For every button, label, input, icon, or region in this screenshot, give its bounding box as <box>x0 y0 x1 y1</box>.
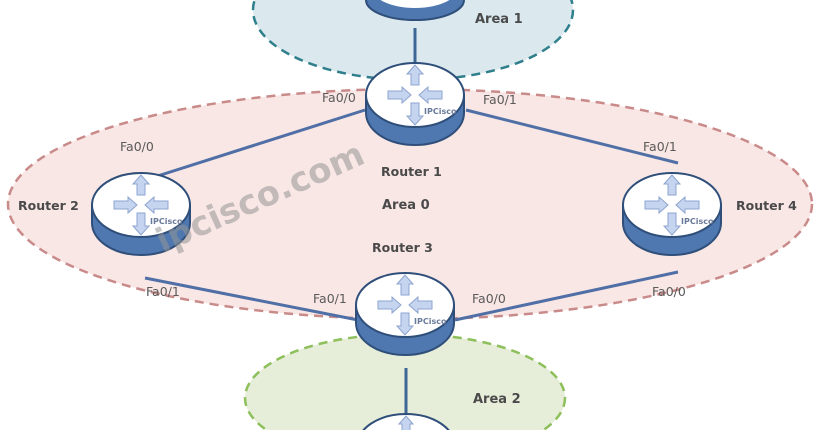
r1-fa00-label: Fa0/0 <box>322 90 356 105</box>
link-r3-r2 <box>144 276 359 322</box>
router-1[interactable] <box>366 63 464 145</box>
r4-fa00-label: Fa0/0 <box>652 284 686 299</box>
area-1-label: Area 1 <box>475 12 523 27</box>
router-4-label: Router 4 <box>736 198 797 213</box>
router-3-badge: IPCisco <box>414 317 447 326</box>
area-0-label: Area 0 <box>382 198 430 213</box>
r2-fa00-label: Fa0/0 <box>120 139 154 154</box>
link-r1-r2 <box>144 108 366 182</box>
router-3-label: Router 3 <box>372 240 433 255</box>
router-2-badge: IPCisco <box>150 217 183 226</box>
router-3[interactable] <box>356 273 454 355</box>
router-2-label: Router 2 <box>18 198 79 213</box>
link-r3-r4 <box>454 270 679 322</box>
r2-fa01-label: Fa0/1 <box>146 284 180 299</box>
area-2-label: Area 2 <box>473 392 521 407</box>
router-4[interactable] <box>623 173 721 255</box>
r3-fa01-label: Fa0/1 <box>313 291 347 306</box>
router-4-badge: IPCisco <box>681 217 714 226</box>
router-1-label: Router 1 <box>381 164 442 179</box>
r4-fa01-label: Fa0/1 <box>643 139 677 154</box>
router-1-badge: IPCisco <box>424 107 457 116</box>
link-r1-r4 <box>465 108 679 165</box>
area1-router <box>365 0 465 21</box>
r1-fa01-label: Fa0/1 <box>483 92 517 107</box>
r3-fa00-label: Fa0/0 <box>472 291 506 306</box>
